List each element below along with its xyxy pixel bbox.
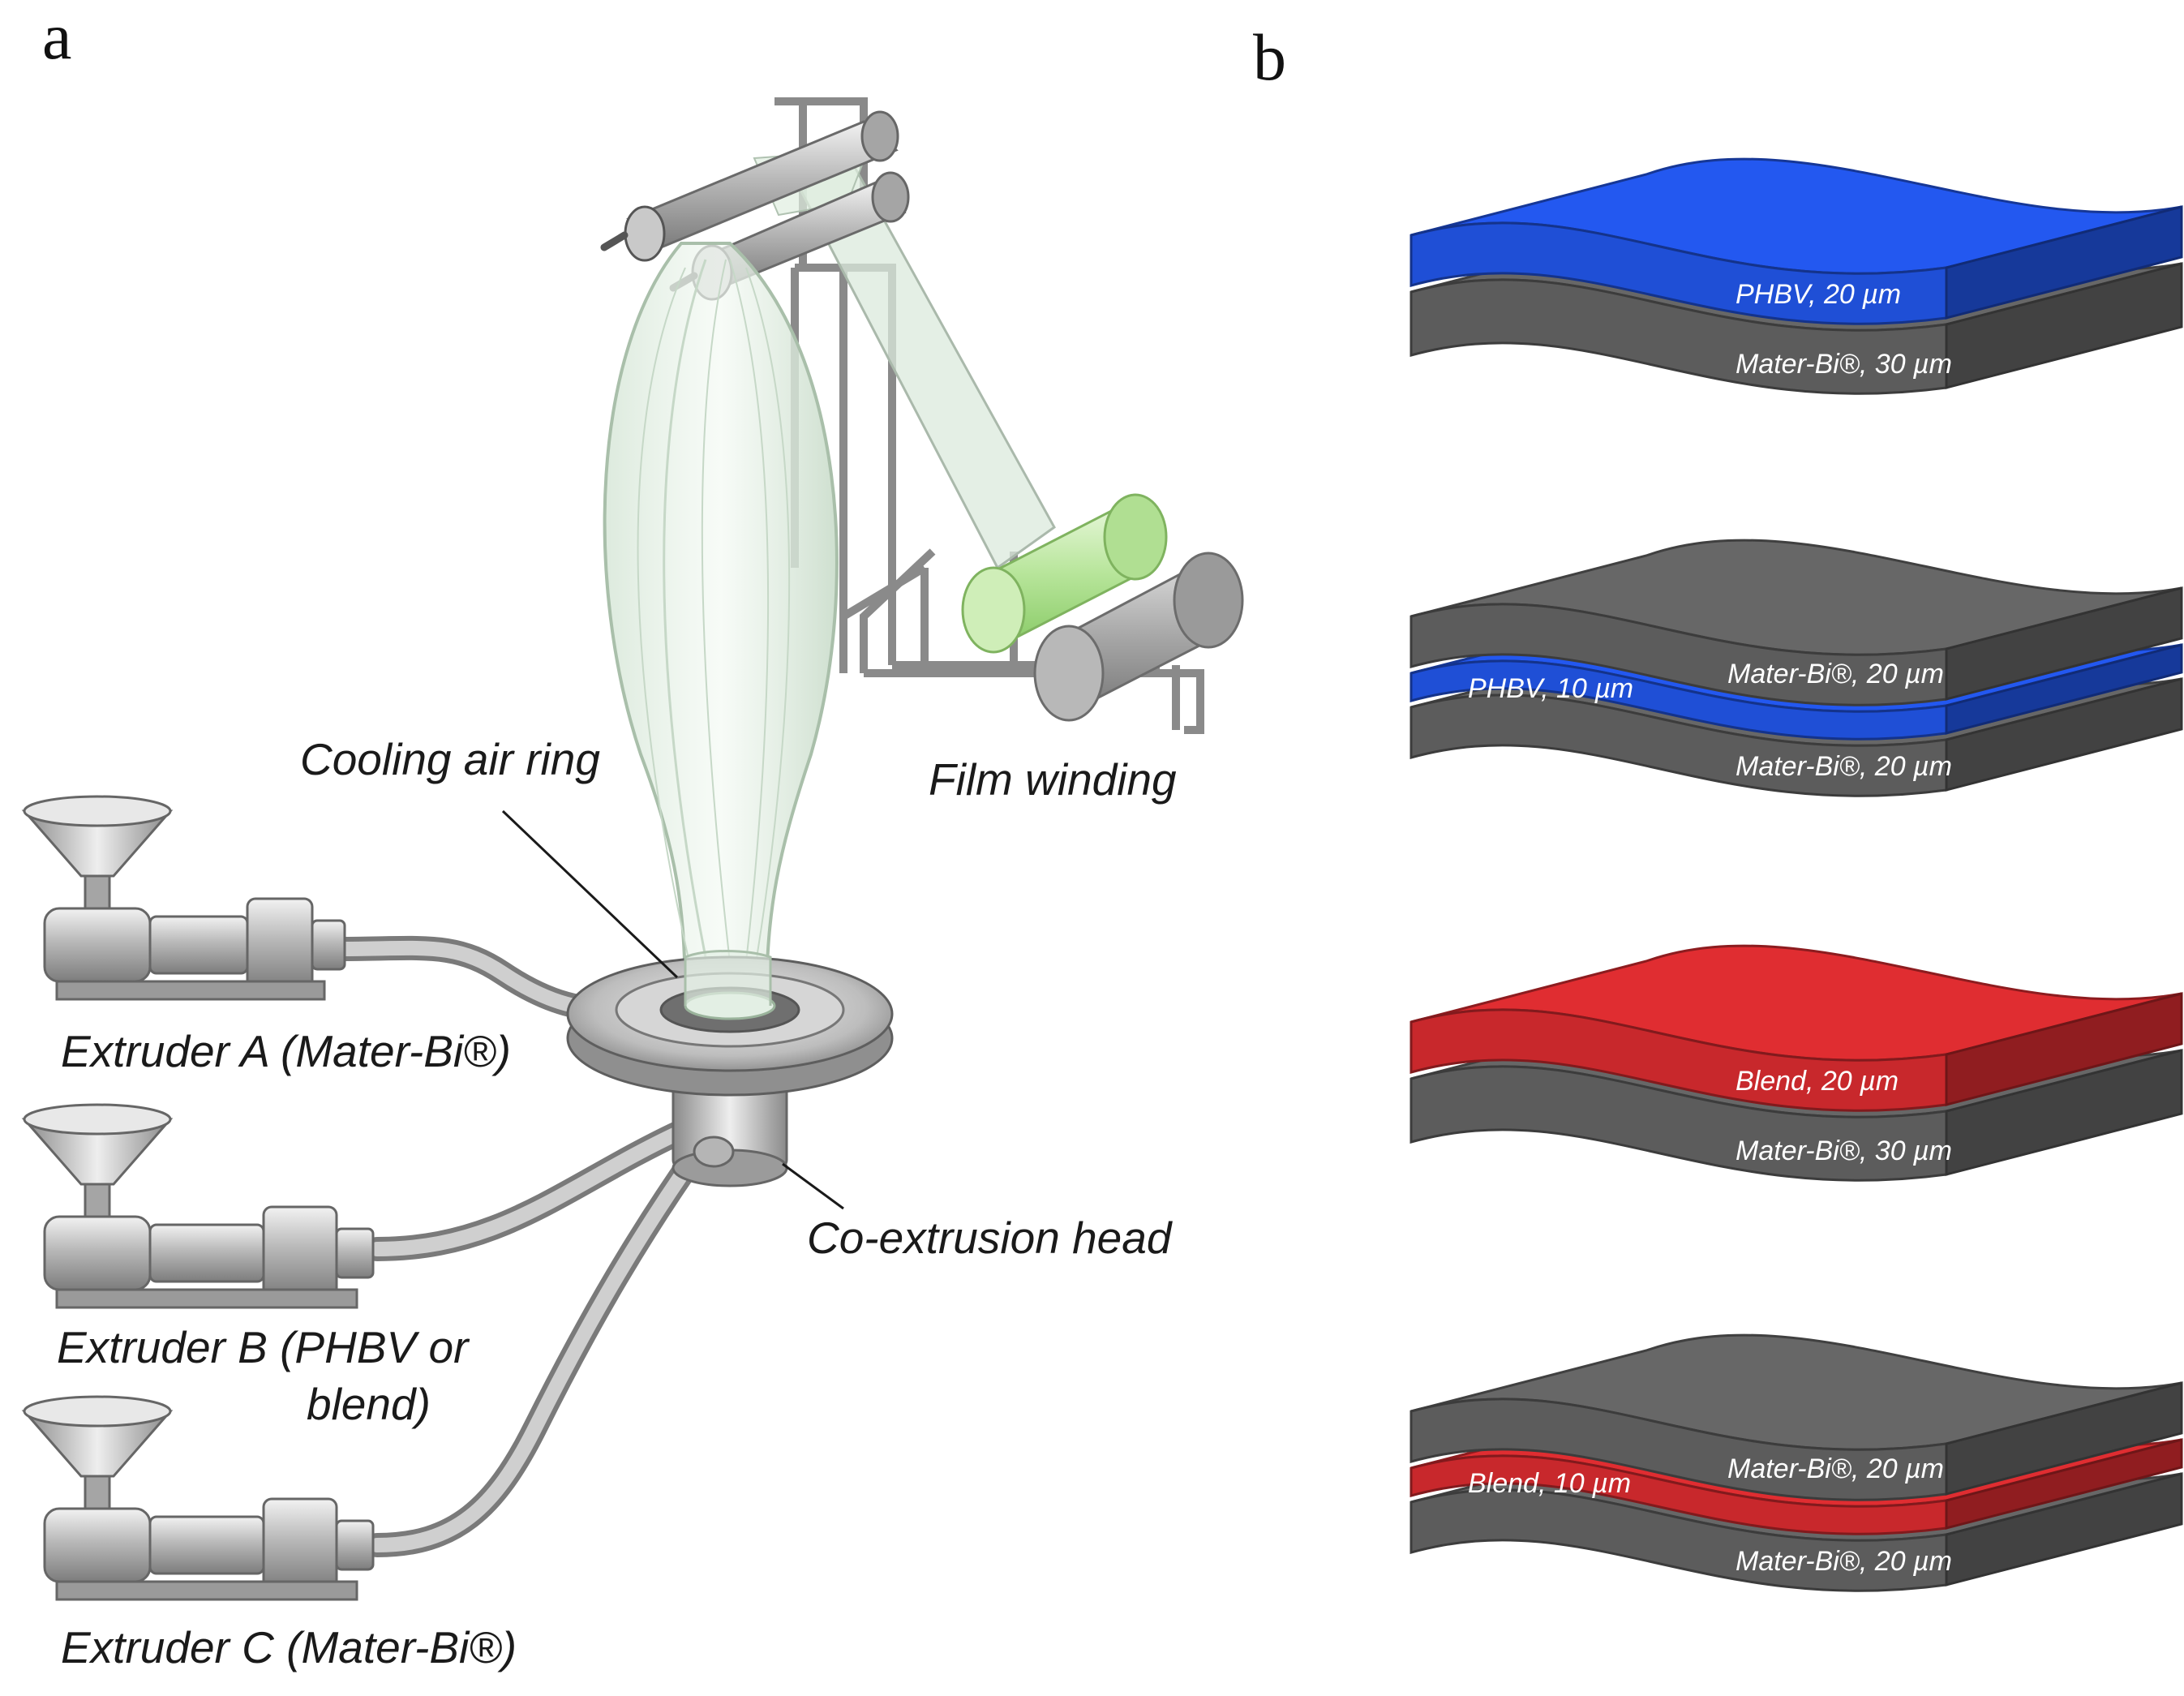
film-layer-side-face — [1945, 1438, 2183, 1530]
blown-film-line-illustration — [21, 97, 1244, 1601]
film-layer-side-face — [1945, 586, 2183, 701]
film-layer-label: PHBV, 10 µm — [1468, 673, 1633, 704]
film-layer-label: PHBV, 20 µm — [1736, 279, 1901, 310]
panel-letter-a: a — [42, 0, 71, 73]
film-layer-label: Mater-Bi®, 20 µm — [1727, 659, 1944, 689]
film-structure-2: Mater-Bi®, 20 µm PHBV, 10 µm Mater-Bi®, 20… — [1410, 539, 2183, 797]
film-layer-side-face — [1945, 1049, 2183, 1176]
extruder-b-label-line1: Extruder B (PHBV or — [57, 1322, 470, 1372]
film-layer-side-face — [1945, 262, 2183, 389]
film-layer-label: Blend, 20 µm — [1736, 1066, 1899, 1097]
film-winding-label: Film winding — [929, 754, 1177, 805]
film-layer-side-face — [1945, 677, 2183, 792]
film-layer-side-face — [1945, 1472, 2183, 1587]
cooling-air-ring — [566, 950, 894, 1097]
film-layer-label: Blend, 10 µm — [1468, 1468, 1631, 1499]
cooling-air-ring-label: Cooling air ring — [300, 734, 600, 784]
co-extrusion-head-label: Co-extrusion head — [807, 1213, 1174, 1263]
film-layer-label: Mater-Bi®, 30 µm — [1736, 349, 1952, 380]
film-layer — [1410, 1333, 2183, 1501]
extruder-a-label: Extruder A (Mater-Bi®) — [61, 1026, 511, 1076]
film-structure-1: Mater-Bi®, 30 µm PHBV, 20 µm — [1410, 157, 2183, 395]
film-layer-label: Mater-Bi®, 30 µm — [1736, 1136, 1952, 1166]
film-layer-label: Mater-Bi®, 20 µm — [1736, 1546, 1952, 1577]
film-layer — [1410, 539, 2183, 706]
film-structure-4: Mater-Bi®, 20 µm Blend, 10 µm Mater-Bi®, 2… — [1410, 1333, 2183, 1592]
co-extrusion-head-leader — [782, 1162, 844, 1210]
film-layer-label: Mater-Bi®, 20 µm — [1727, 1453, 1944, 1484]
extruder-a — [21, 795, 346, 1001]
cooling-ring-leader — [501, 809, 679, 979]
extruder-b — [21, 1103, 375, 1309]
film-layer-side-face — [1945, 992, 2183, 1106]
extruder-c — [21, 1395, 375, 1601]
film-bubble — [603, 242, 839, 1019]
film-structures: Mater-Bi®, 30 µm PHBV, 20 µm Mater-Bi®, 20… — [1410, 157, 2183, 1592]
film-layer-side-face — [1945, 643, 2183, 735]
film-structure-3: Mater-Bi®, 30 µm Blend, 20 µm — [1410, 944, 2183, 1182]
film-layer-side-face — [1945, 205, 2183, 320]
film-layer-side-face — [1945, 1381, 2183, 1496]
film-layer — [1410, 157, 2183, 325]
winding-rolls — [961, 493, 1244, 722]
nip-rollers — [600, 110, 910, 301]
film-layer-label: Mater-Bi®, 20 µm — [1736, 751, 1952, 782]
film-layer — [1410, 944, 2183, 1112]
extruder-c-label: Extruder C (Mater-Bi®) — [61, 1622, 517, 1672]
panel-letter-b: b — [1253, 20, 1286, 94]
extruder-b-label-line2: blend) — [307, 1379, 431, 1429]
